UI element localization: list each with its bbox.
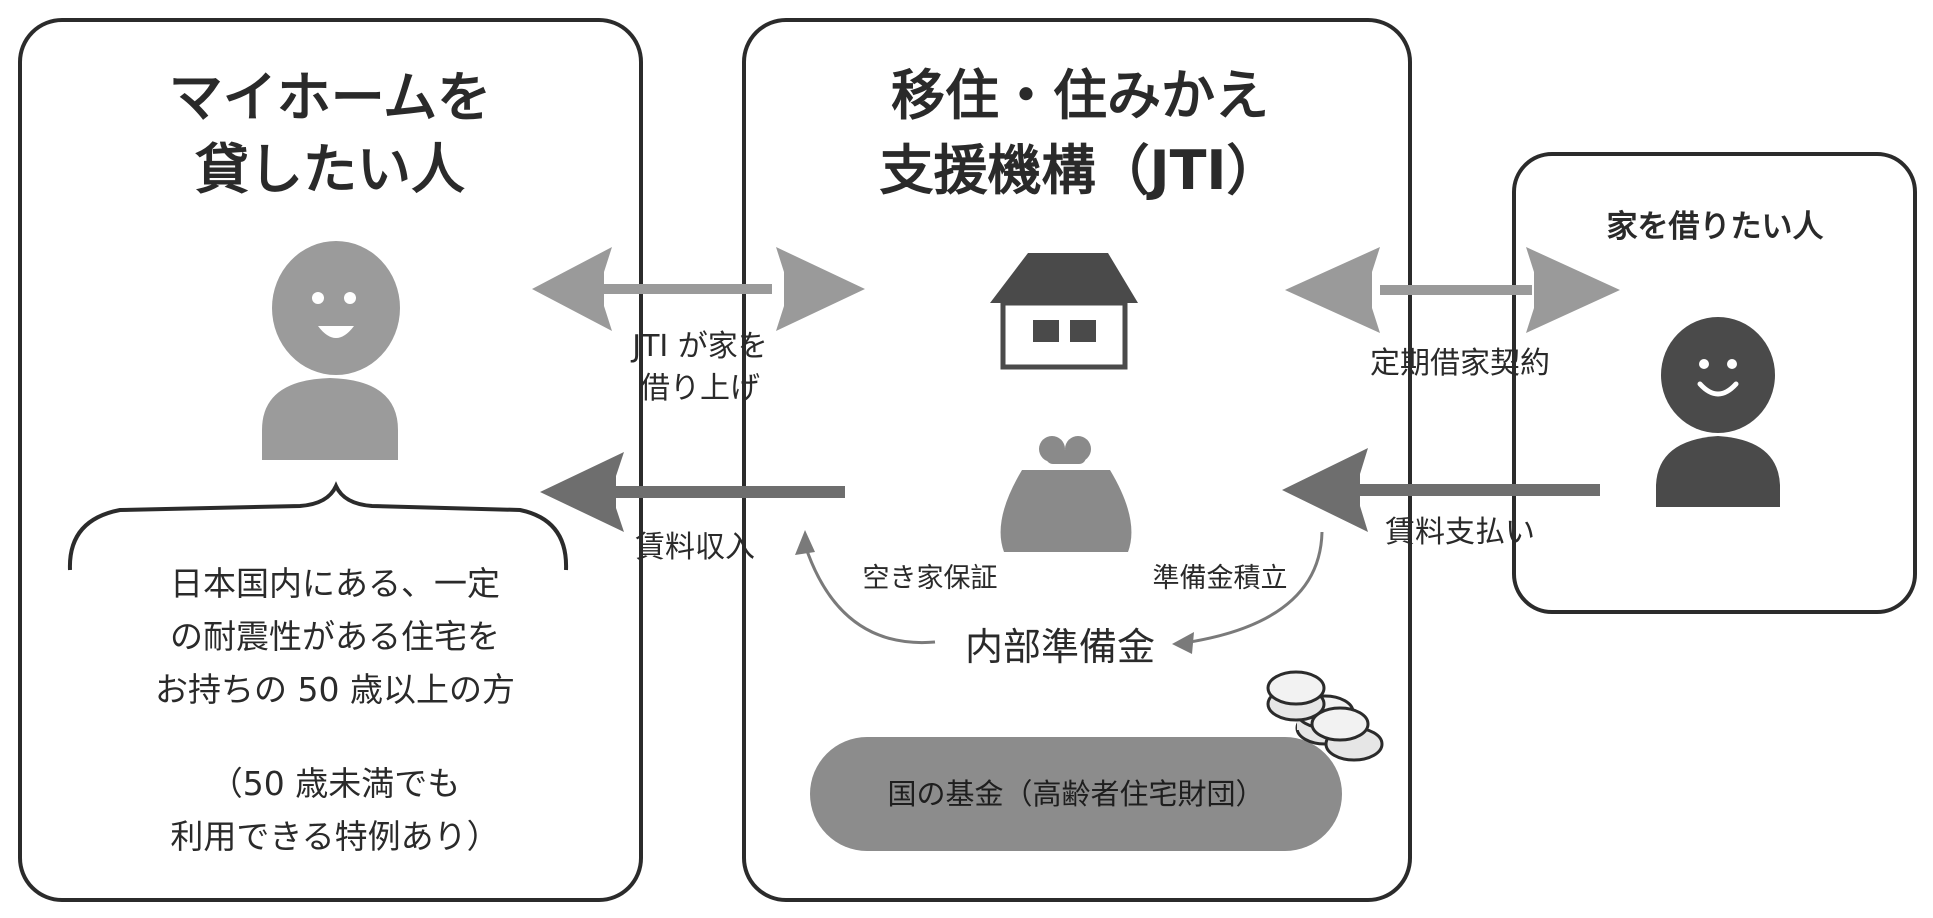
lease-label-line1: JTI が家を bbox=[632, 329, 768, 364]
borrower-person-icon bbox=[1656, 317, 1780, 507]
vacancy-guarantee-label: 空き家保証 bbox=[862, 563, 998, 594]
fund-pill bbox=[810, 737, 1342, 851]
lender-note-line1: （50 歳未満でも bbox=[209, 764, 461, 803]
lender-note: （50 歳未満でも 利用できる特例あり） bbox=[110, 757, 560, 863]
coins-icon bbox=[1266, 670, 1384, 762]
lease-double-arrow-left bbox=[532, 247, 865, 331]
fund-label: 国の基金（高齢者住宅財団） bbox=[887, 777, 1265, 811]
rent-payment-arrow bbox=[1282, 448, 1600, 532]
lender-title: マイホームを 貸したい人 bbox=[60, 62, 600, 206]
jti-title-line1: 移住・住みかえ bbox=[891, 64, 1269, 127]
rent-income-label: 賃料収入 bbox=[635, 530, 755, 565]
fixed-term-double-arrow bbox=[1285, 247, 1620, 333]
lease-label-line2: 借り上げ bbox=[640, 371, 760, 406]
reserve-build-arrow bbox=[1189, 531, 1324, 644]
reserve-build-label: 準備金積立 bbox=[1152, 563, 1288, 594]
lender-title-line2: 貸したい人 bbox=[195, 138, 465, 201]
lender-desc-line3: お持ちの 50 歳以上の方 bbox=[155, 670, 515, 709]
lender-title-line1: マイホームを bbox=[168, 66, 492, 129]
lease-label: JTI が家を 借り上げ bbox=[605, 326, 795, 410]
brace-icon bbox=[67, 481, 569, 571]
jti-title-line2: 支援機構（JTI） bbox=[879, 139, 1281, 202]
internal-reserve-label: 内部準備金 bbox=[964, 625, 1155, 669]
rent-payment-label: 賃料支払い bbox=[1385, 515, 1535, 550]
fixed-term-lease-label: 定期借家契約 bbox=[1370, 346, 1550, 381]
jti-title: 移住・住みかえ 支援機構（JTI） bbox=[780, 58, 1380, 208]
lender-description: 日本国内にある、一定 の耐震性がある住宅を お持ちの 50 歳以上の方 bbox=[90, 557, 580, 716]
lender-note-line2: 利用できる特例あり） bbox=[170, 817, 500, 856]
purse-icon bbox=[1000, 436, 1132, 552]
lender-desc-line2: の耐震性がある住宅を bbox=[170, 617, 500, 656]
borrower-title: 家を借りたい人 bbox=[1606, 209, 1824, 245]
rent-income-arrow bbox=[540, 452, 845, 532]
lender-person-icon bbox=[262, 241, 400, 460]
vacancy-guarantee-arrow bbox=[803, 544, 936, 645]
house-icon bbox=[990, 253, 1138, 370]
lender-desc-line1: 日本国内にある、一定 bbox=[170, 564, 500, 603]
